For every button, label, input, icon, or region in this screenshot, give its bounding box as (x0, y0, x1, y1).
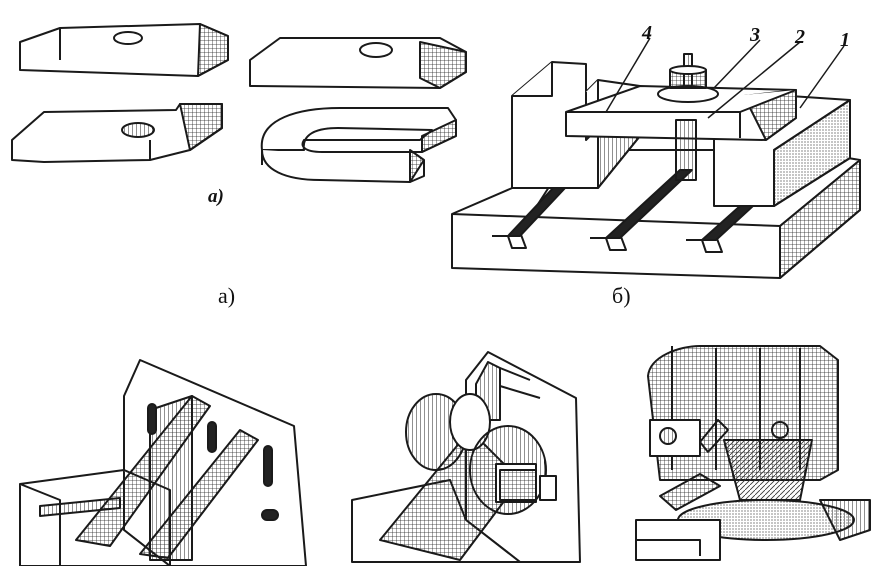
part-number-1: 1 (840, 29, 850, 51)
clamp-plate-bottom-left (11, 103, 223, 163)
part-number-4: 4 (642, 22, 652, 44)
part-number-2: 2 (795, 26, 805, 48)
part-number-3: 3 (750, 24, 760, 46)
clamp-plate-top-right (249, 37, 467, 89)
adjustable-angle-plate (351, 351, 581, 563)
clamp-bar-3 (565, 85, 797, 141)
clamp-plate-top-left (19, 23, 229, 77)
panel-a-italic-label: а) (208, 186, 224, 207)
angle-plate (19, 359, 307, 566)
stud-bolt-2 (657, 53, 719, 181)
clamp-plate-u-shaped (260, 107, 457, 183)
tilting-vise (635, 345, 871, 561)
panel-b-caption: б) (612, 283, 631, 308)
leader-lines (605, 37, 845, 119)
panel-a-caption: а) (218, 283, 236, 308)
